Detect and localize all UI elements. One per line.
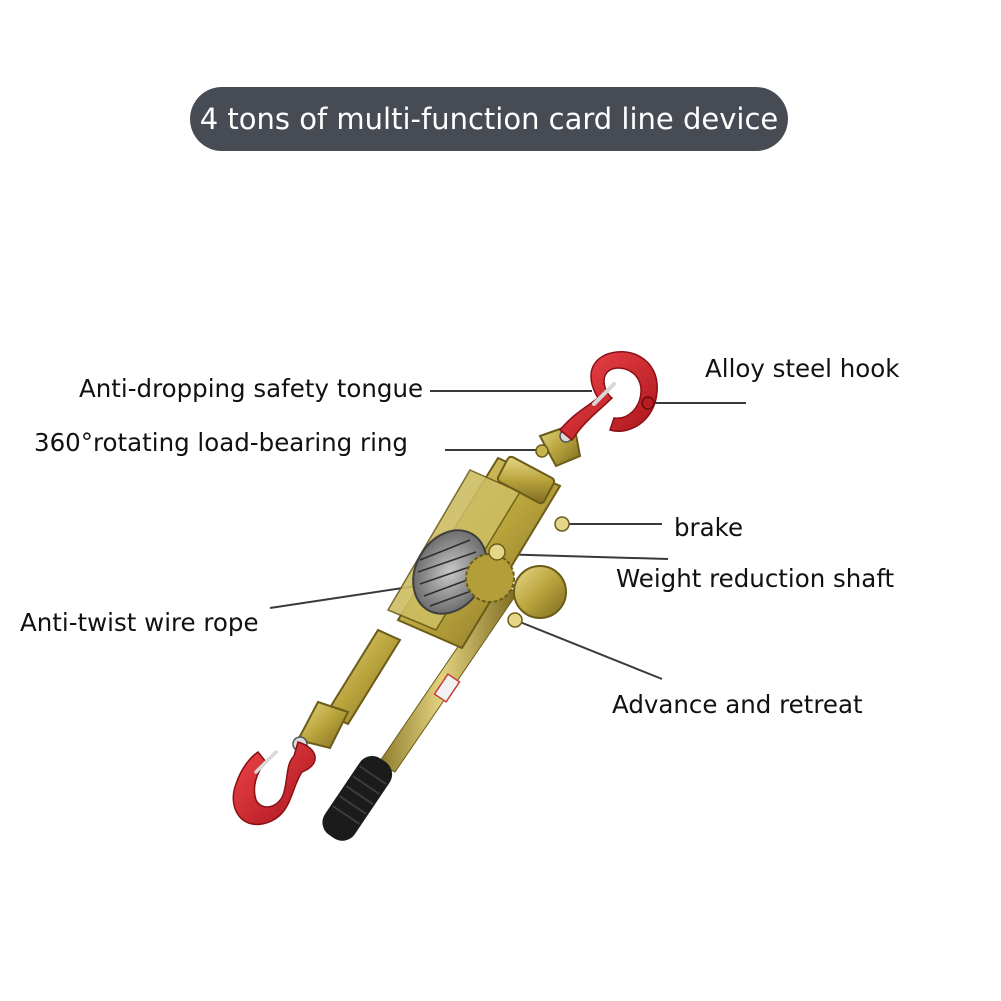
lower-link bbox=[324, 628, 402, 726]
lower-swivel bbox=[296, 700, 350, 750]
rotating-ring-point bbox=[535, 444, 549, 458]
bottom-safety-tongue bbox=[254, 750, 278, 774]
brake-wheel bbox=[513, 565, 567, 619]
warning-sticker bbox=[433, 673, 461, 703]
reduction-shaft bbox=[488, 543, 506, 561]
label-weight-reduction-shaft: Weight reduction shaft bbox=[616, 564, 895, 593]
title-banner: 4 tons of multi-function card line devic… bbox=[190, 87, 788, 151]
label-brake: brake bbox=[674, 513, 744, 542]
lever-handle bbox=[322, 584, 519, 841]
label-advance-retreat: Advance and retreat bbox=[612, 690, 863, 719]
top-crossbar bbox=[496, 455, 556, 505]
main-frame bbox=[386, 455, 570, 650]
hook-point bbox=[641, 396, 655, 410]
top-hook-assembly bbox=[535, 350, 658, 468]
leader-line-reduction-shaft bbox=[493, 553, 669, 560]
label-wire-rope: Anti-twist wire rope bbox=[20, 608, 259, 637]
advance-retreat-pawl bbox=[507, 612, 523, 628]
alloy-steel-hook bbox=[558, 350, 658, 442]
ratchet-gear bbox=[465, 553, 515, 603]
label-safety-tongue: Anti-dropping safety tongue bbox=[79, 374, 424, 403]
leader-line-advance-retreat bbox=[514, 619, 663, 680]
rubber-grip bbox=[322, 756, 393, 841]
label-alloy-steel-hook: Alloy steel hook bbox=[705, 354, 900, 383]
bottom-hook-assembly bbox=[232, 628, 402, 826]
bottom-hook bbox=[232, 741, 316, 826]
brake-bolt bbox=[554, 516, 570, 532]
label-rotating-ring: 360°rotating load-bearing ring bbox=[34, 428, 408, 457]
safety-tongue bbox=[592, 382, 616, 406]
